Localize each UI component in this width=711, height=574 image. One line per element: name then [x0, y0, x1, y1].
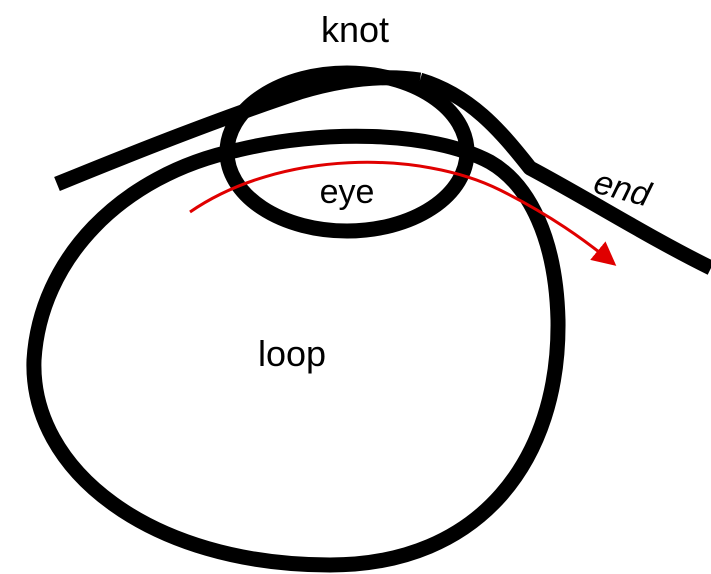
- label-eye: eye: [320, 173, 375, 211]
- label-loop: loop: [258, 333, 326, 374]
- label-knot: knot: [321, 9, 389, 50]
